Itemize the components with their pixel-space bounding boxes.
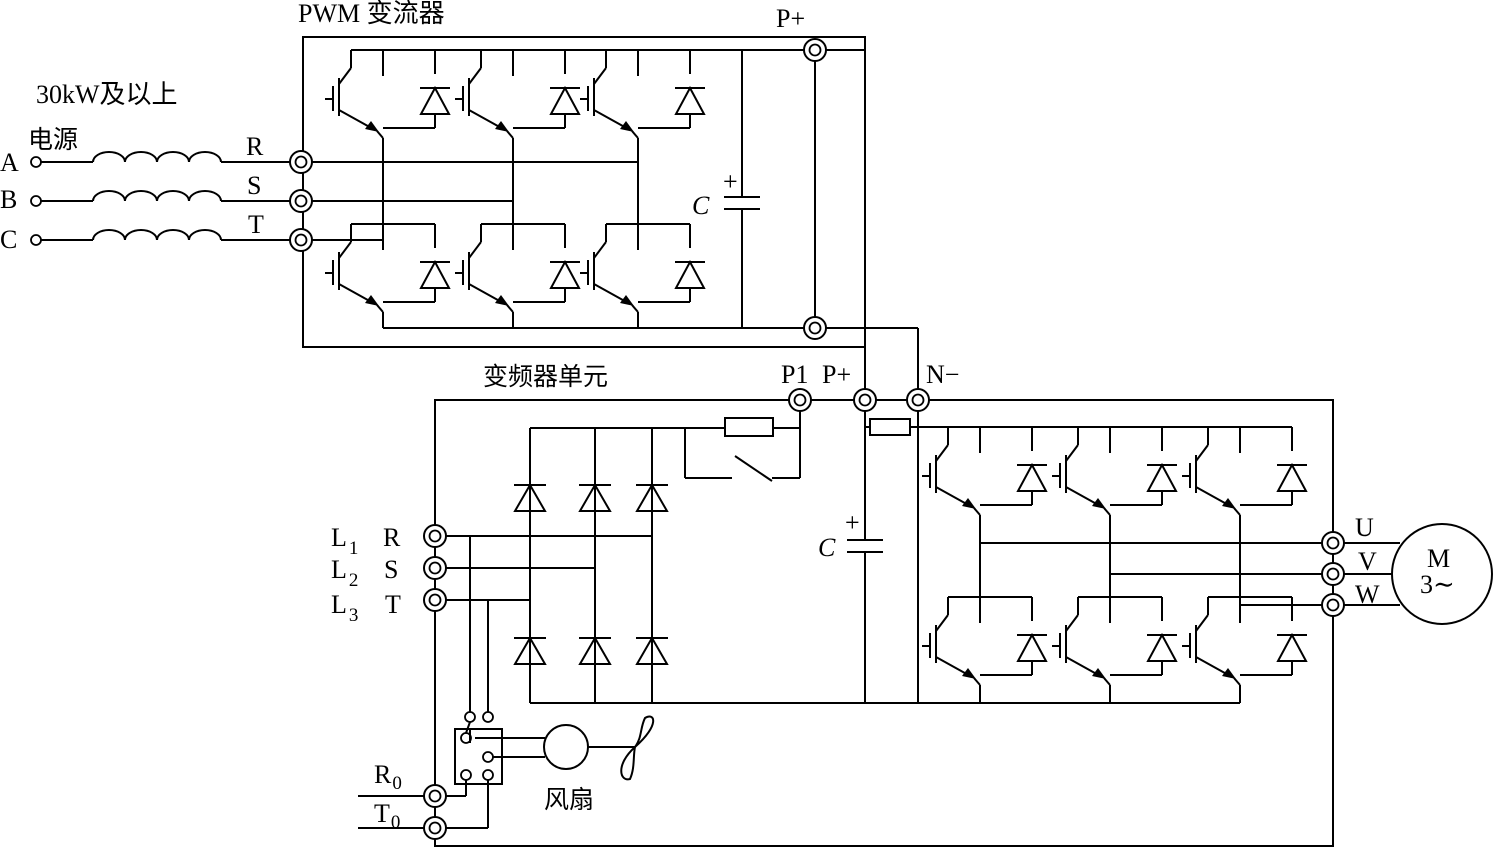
inverter-n-minus-label: N− bbox=[926, 360, 959, 389]
inverter-p1-label: P1 bbox=[781, 360, 808, 389]
aux-t0-label: T0 bbox=[374, 799, 400, 833]
output-terminal-v bbox=[1321, 562, 1345, 586]
inverter-terminal-p-plus bbox=[853, 388, 877, 412]
output-terminal-u bbox=[1321, 531, 1345, 555]
fan-blade-bottom bbox=[620, 744, 637, 781]
dc-bus-fuse bbox=[869, 418, 911, 436]
inverter-p-plus-label: P+ bbox=[822, 360, 851, 389]
pwm-capacitor-label: C bbox=[692, 191, 710, 220]
phase-a-label: A bbox=[0, 148, 19, 177]
inverter-terminal-t bbox=[423, 588, 447, 612]
pwm-converter-frame bbox=[302, 36, 866, 348]
inverter-capacitor-label: C bbox=[818, 533, 836, 562]
pwm-s-label: S bbox=[247, 171, 261, 200]
pwm-igbt-upper-3 bbox=[579, 49, 706, 154]
inverter-igbt-upper-3 bbox=[1181, 426, 1308, 531]
pwm-converter-title: PWM 变流器 bbox=[298, 0, 445, 28]
motor-label: M bbox=[1427, 544, 1450, 573]
output-u-label: U bbox=[1355, 513, 1374, 542]
inverter-unit-title: 变频器单元 bbox=[483, 362, 608, 391]
aux-r0-label: R0 bbox=[374, 760, 402, 794]
pwm-converter: PWM 变流器 P+ + C bbox=[246, 0, 866, 348]
aux-terminal-r0 bbox=[423, 784, 447, 808]
inverter-frame bbox=[434, 399, 1334, 847]
pwm-terminal-t bbox=[289, 228, 313, 252]
pwm-r-label: R bbox=[246, 132, 264, 161]
aux-terminal-t0 bbox=[423, 816, 447, 840]
reactor-coil-a bbox=[92, 151, 222, 163]
inverter-r-label: R bbox=[383, 523, 401, 552]
inverter-igbt-upper-1 bbox=[921, 426, 1048, 531]
output-v-label: V bbox=[1358, 547, 1377, 576]
inverter-terminal-p1 bbox=[788, 388, 812, 412]
fan-motor bbox=[543, 724, 589, 770]
supply-rating: 30kW及以上 bbox=[36, 80, 178, 109]
pwm-t-label: T bbox=[248, 210, 264, 239]
phase-c-label: C bbox=[0, 225, 17, 254]
inverter-igbt-lower-1 bbox=[921, 596, 1048, 701]
fan-blade-top bbox=[634, 715, 655, 748]
pwm-terminal-n-minus bbox=[803, 316, 827, 340]
pwm-terminal-r bbox=[289, 150, 313, 174]
pwm-terminal-p-plus bbox=[803, 38, 827, 62]
inverter-igbt-lower-2 bbox=[1051, 596, 1178, 701]
inverter-igbt-upper-2 bbox=[1051, 426, 1178, 531]
output-terminal-w bbox=[1321, 593, 1345, 617]
inverter-t-label: T bbox=[385, 590, 401, 619]
inverter-capacitor-plus: + bbox=[845, 508, 860, 537]
inverter-terminal-n-minus bbox=[906, 388, 930, 412]
pwm-p-plus-label: P+ bbox=[776, 4, 805, 33]
pwm-terminal-s bbox=[289, 189, 313, 213]
pwm-igbt-upper-2 bbox=[454, 49, 581, 154]
pwm-capacitor-plus: + bbox=[723, 167, 738, 196]
supply-label: 电源 bbox=[28, 125, 78, 154]
fan-label: 风扇 bbox=[544, 785, 594, 814]
pwm-igbt-upper-1 bbox=[324, 49, 451, 154]
pwm-igbt-lower-2 bbox=[454, 223, 581, 328]
inverter-igbt-lower-3 bbox=[1181, 596, 1308, 701]
inverter-terminal-s bbox=[423, 556, 447, 580]
pwm-igbt-lower-3 bbox=[579, 223, 706, 328]
precharge-resistor bbox=[724, 417, 774, 437]
reactor-coil-c bbox=[92, 229, 222, 241]
power-supply: 30kW及以上 电源 A B C bbox=[0, 80, 290, 254]
phase-b-label: B bbox=[0, 185, 17, 214]
inverter-s-label: S bbox=[384, 555, 398, 584]
motor-phase-label: 3∼ bbox=[1420, 570, 1455, 599]
reactor-coil-b bbox=[92, 190, 222, 202]
inverter-terminal-r bbox=[423, 524, 447, 548]
motor-symbol bbox=[1391, 523, 1493, 625]
precharge-relay-contact bbox=[734, 455, 773, 482]
